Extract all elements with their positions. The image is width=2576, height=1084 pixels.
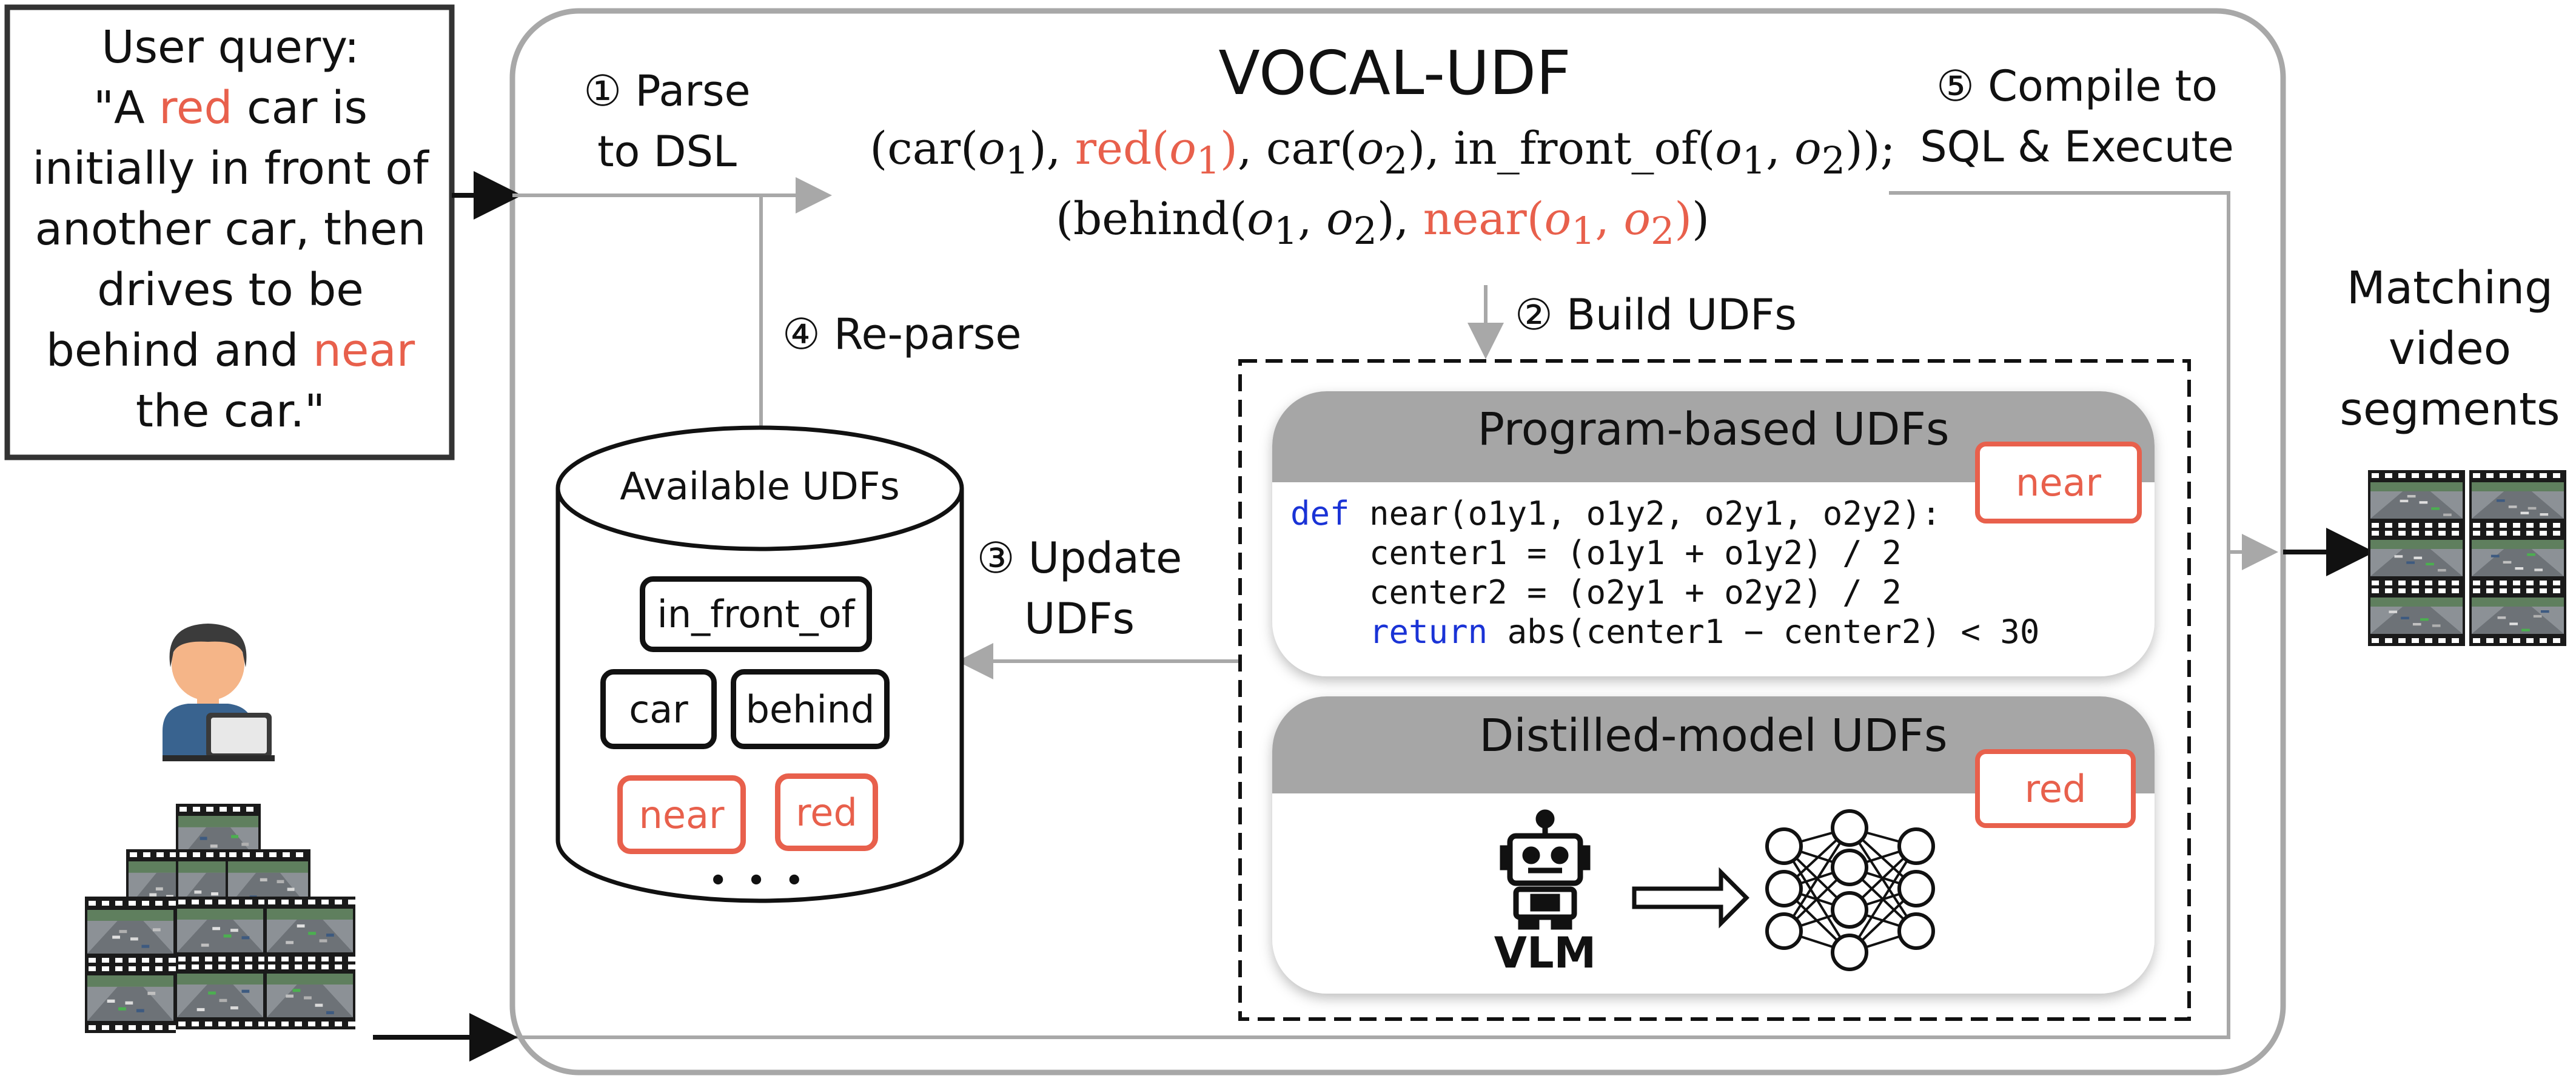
neural-network-icon: [1765, 809, 1935, 971]
udf-item-behind: behind: [731, 669, 890, 749]
udf-region: [1238, 359, 2191, 1021]
output-video-segments-icon: [2368, 470, 2566, 646]
query-line-1: "A red car is: [93, 82, 368, 134]
user-query-text: User query: "A red car is initially in f…: [12, 17, 449, 442]
query-line-3: another car, then: [35, 203, 426, 255]
query-title: User query:: [101, 21, 360, 73]
distilled-udfs-title: Distilled-model UDFs: [1479, 710, 1948, 762]
code-line-4: return abs(center1 − center2) < 30: [1369, 613, 2040, 651]
distill-arrow-icon: [1632, 867, 1749, 929]
distilled-udfs-tag: red: [1975, 749, 2136, 828]
udf-store-more: • • •: [708, 861, 808, 901]
udf-store-title: Available UDFs: [620, 464, 900, 508]
code-line-3: center2 = (o2y1 + o2y2) / 2: [1290, 573, 1902, 611]
robot-icon: [1500, 809, 1591, 930]
vlm-label: VLM: [1494, 928, 1597, 978]
step-build-label: ② Build UDFs: [1515, 290, 1797, 340]
udf-item-car: car: [600, 669, 717, 749]
system-frame: [509, 8, 2286, 1076]
code-line-2: center1 = (o1y1 + o1y2) / 2: [1290, 534, 1902, 572]
query-line-4: drives to be: [97, 264, 364, 316]
program-udfs-title: Program-based UDFs: [1477, 403, 1950, 456]
program-udfs-tag: near: [1975, 442, 2142, 523]
user-query-box: [4, 4, 455, 460]
udf-item-near: near: [617, 775, 746, 854]
video-line: [515, 552, 2230, 1039]
code-line-1: def near(o1y1, o1y2, o2y1, o2y2):: [1290, 494, 1941, 533]
udf-item-in-front-of: in_front_of: [640, 576, 872, 652]
dsl-line-1: (car(o1), red(o1), car(o2), in_front_of(…: [870, 123, 1896, 183]
input-video-stack-icon: [85, 804, 355, 1033]
dsl-line-2: (behind(o1, o2), near(o1, o2)): [1055, 193, 1710, 253]
user-laptop-icon: [163, 624, 275, 761]
system-title: VOCAL-UDF: [1218, 38, 1571, 109]
query-line-6: the car.": [135, 385, 326, 437]
query-line-2: initially in front of: [32, 143, 429, 195]
query-line-5: behind and near: [45, 325, 415, 377]
udf-item-red: red: [775, 773, 878, 851]
step-reparse-label: ④ Re-parse: [782, 309, 1022, 359]
